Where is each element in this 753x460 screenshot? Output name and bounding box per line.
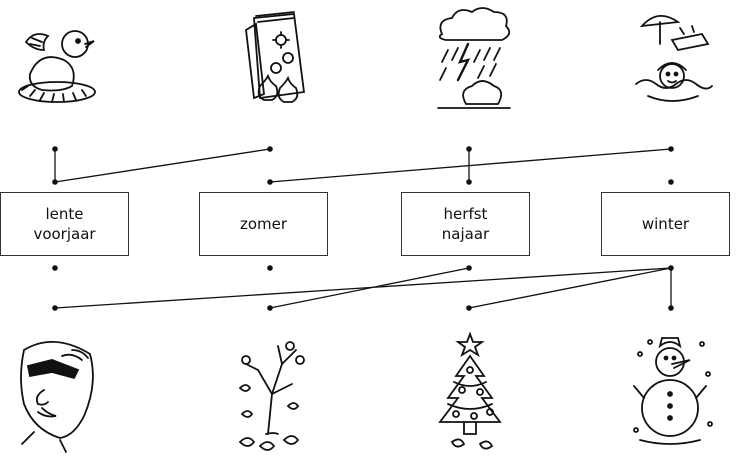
face-with-sunglasses-icon: [20, 341, 94, 453]
bird-in-nest-icon: [18, 30, 96, 103]
top-box-dot-3: [466, 179, 472, 185]
bottom-dot-3: [466, 305, 472, 311]
bottom-box-dot-3: [466, 265, 472, 271]
top-box-dot-1: [52, 179, 58, 185]
bottom-box-dot-4: [668, 265, 674, 271]
flower-bulb-packet-icon: [245, 11, 306, 103]
season-label-line: voorjaar: [33, 225, 96, 243]
bottom-dot-4: [668, 305, 674, 311]
season-label-line: lente: [45, 205, 84, 223]
line-winter-to-sunglasses: [54, 267, 672, 309]
top-dot-1: [52, 146, 58, 152]
top-dot-4: [668, 146, 674, 152]
bottom-dot-2: [267, 305, 273, 311]
season-label-line: zomer: [239, 215, 288, 233]
line-winter-to-xmas: [468, 267, 672, 309]
season-box-lente: lente voorjaar: [0, 192, 129, 256]
top-dot-2: [267, 146, 273, 152]
line-bulbs-to-lente: [54, 148, 271, 183]
season-label-line: najaar: [441, 225, 490, 243]
christmas-tree-icon: [438, 331, 502, 450]
season-box-winter: winter: [601, 192, 730, 256]
umbrella-swimming-child-icon: [635, 15, 713, 102]
top-box-dot-4: [668, 179, 674, 185]
season-box-zomer: zomer: [199, 192, 328, 256]
season-label-line: winter: [641, 215, 690, 233]
line-swim-to-zomer: [269, 148, 672, 183]
snowman-icon: [633, 337, 713, 445]
top-dot-3: [466, 146, 472, 152]
bottom-box-dot-2: [267, 265, 273, 271]
season-label-line: herfst: [443, 205, 488, 223]
top-box-dot-2: [267, 179, 273, 185]
season-box-herfst: herfst najaar: [401, 192, 530, 256]
bottom-box-dot-1: [52, 265, 58, 271]
tree-falling-leaves-icon: [238, 341, 305, 451]
storm-cloud-rain-icon: [437, 7, 511, 109]
bottom-dot-1: [52, 305, 58, 311]
